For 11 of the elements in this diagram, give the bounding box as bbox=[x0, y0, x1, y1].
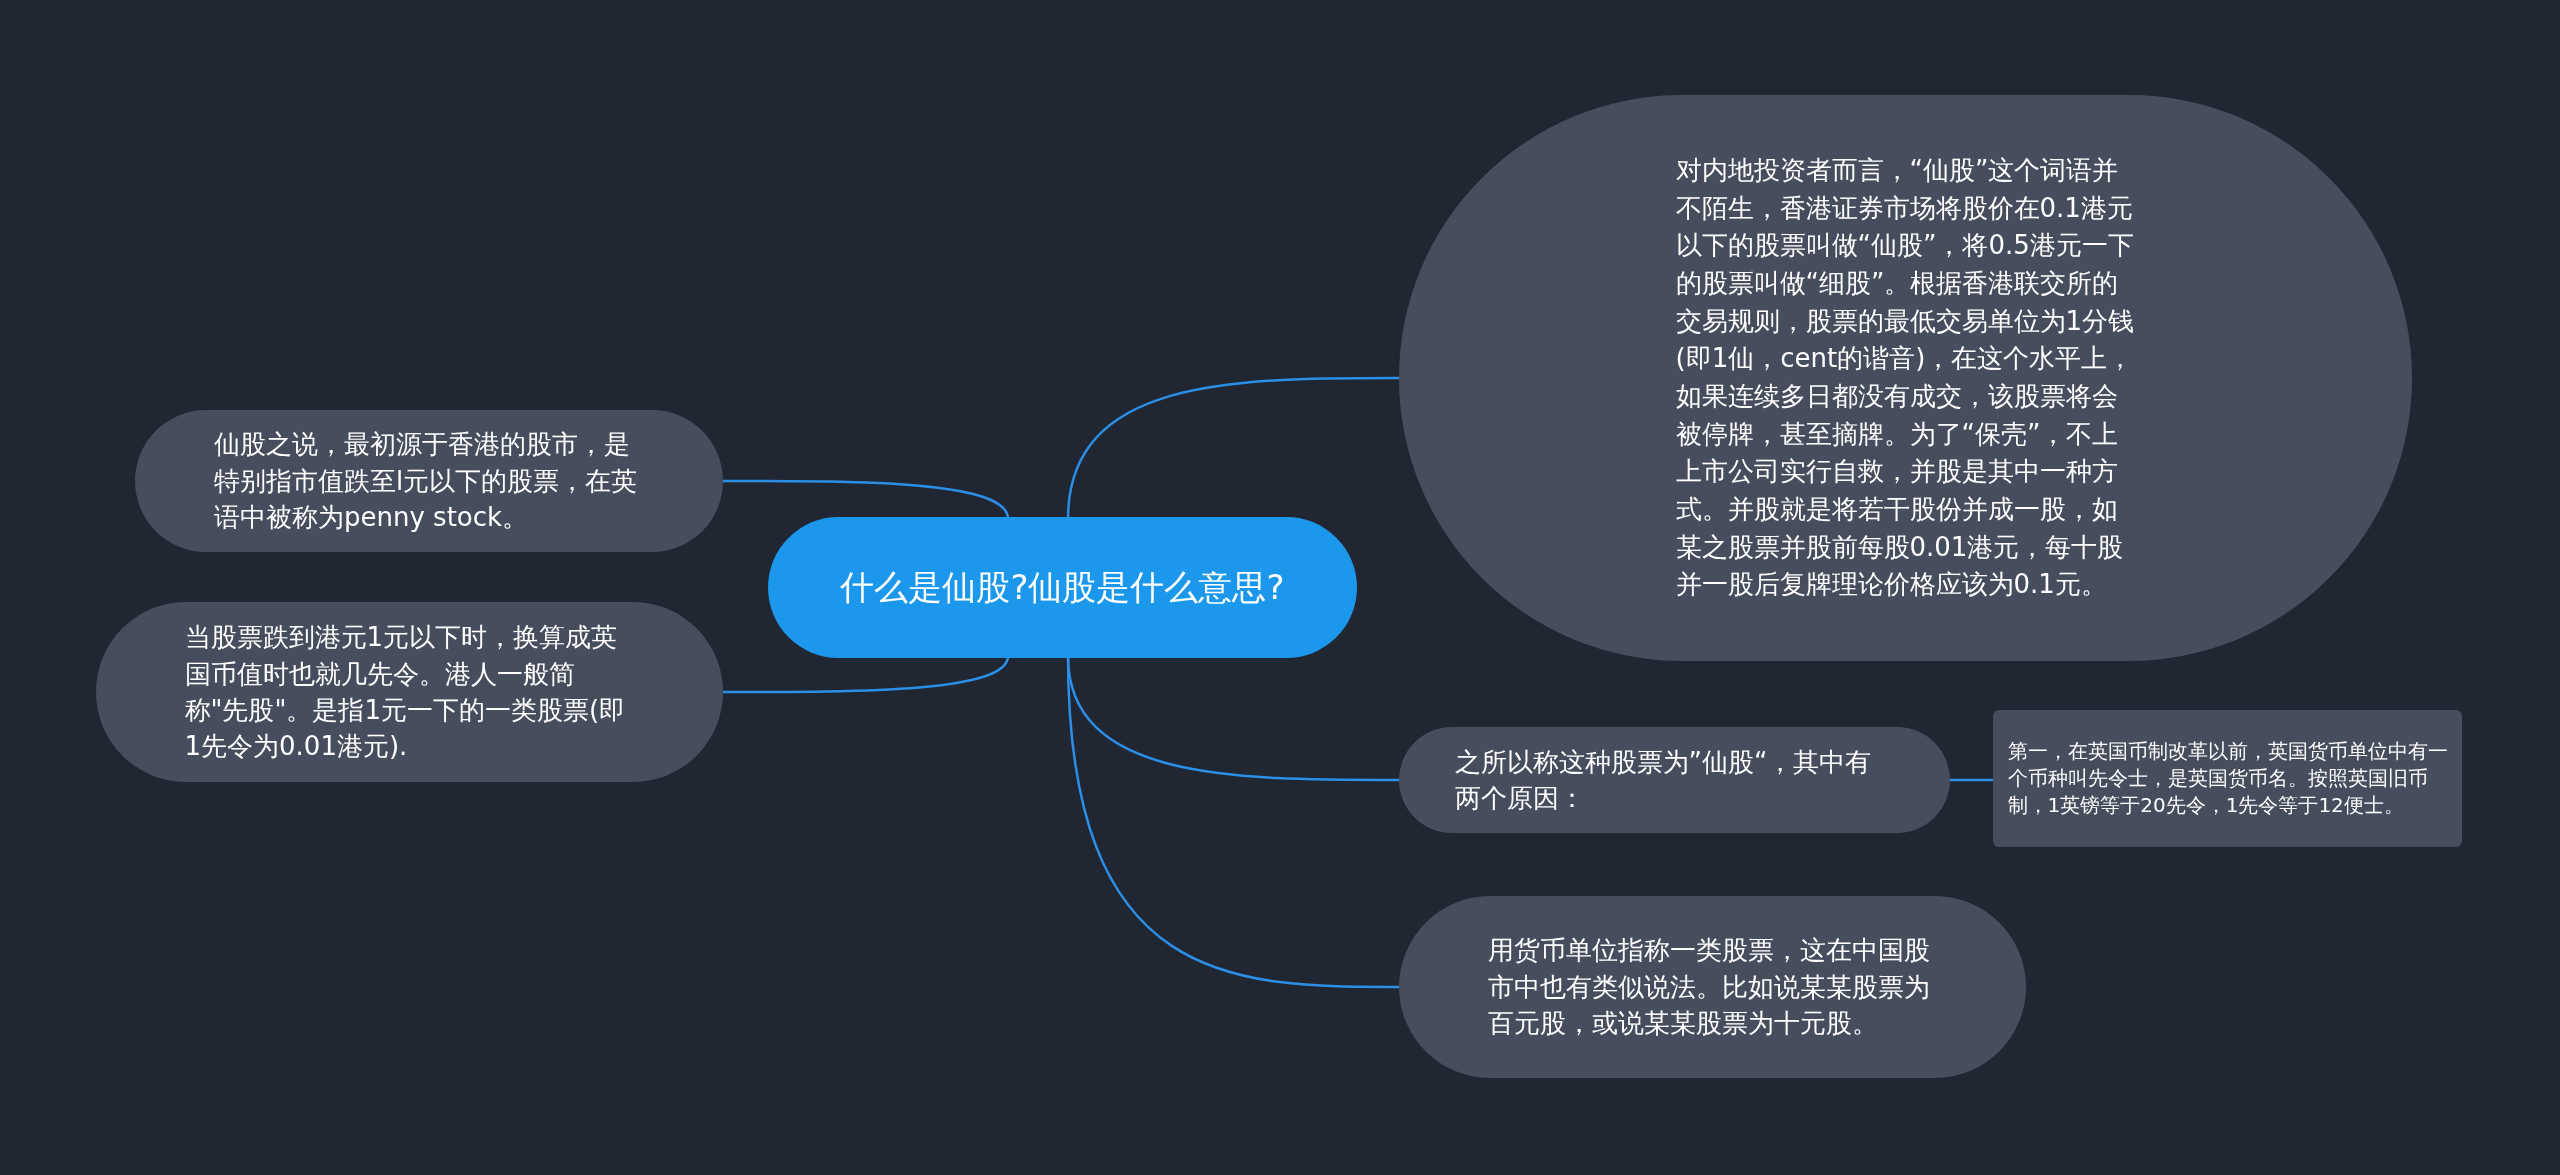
topic-text: 第一，在英国币制改革以前，英国货币单位中有一个币种叫先令士，是英国货币名。按照英国旧币制，1英镑等于20先令，1先令等于12便士。 bbox=[2007, 738, 2448, 819]
topic-bubble bbox=[1993, 710, 2462, 847]
connector-line bbox=[723, 479, 1010, 520]
connector-line bbox=[1066, 376, 1399, 520]
topic-text: 当股票跌到港元1元以下时，换算成英国币值时也就几先令。港人一般简称"先股"。是指1元一下的一类股票(即1先令为0.01港元). bbox=[184, 621, 627, 764]
topic-text: 什么是仙股?仙股是什么意思? bbox=[839, 565, 1286, 609]
topic-text: 之所以称这种股票为”仙股“，其中有两个原因： bbox=[1454, 745, 1873, 815]
topic-text: 对内地投资者而言，“仙股”这个词语并不陌生，香港证券市场将股价在0.1港元以下的股票叫做“仙股”，将0.5港元一下的股票叫做“细股”。根据香港联交所的交易规则，股票的最低交易单位为1分钱(即1仙，cent的谐音)，在这个水平上，如果连续多日都没有成交，该股票将会被停牌，甚至摘牌。为了“保壳”，不上上市公司实行自救，并股是其中一种方式。并股就是将若干股份并成一股，如某之股票并股前每股0.01港元，每十股并一股后复牌理论价格应该为0.1元。 bbox=[1675, 153, 2136, 602]
connector-line bbox=[1950, 778, 1993, 782]
topic-text: 用货币单位指称一类股票，这在中国股市中也有类似说法。比如说某某股票为百元股，或说某某股票为十元股。 bbox=[1487, 934, 1931, 1041]
topic-text: 仙股之说，最初源于香港的股市，是特别指市值跌至l元以下的股票，在英语中被称为penny stock。 bbox=[214, 428, 639, 535]
